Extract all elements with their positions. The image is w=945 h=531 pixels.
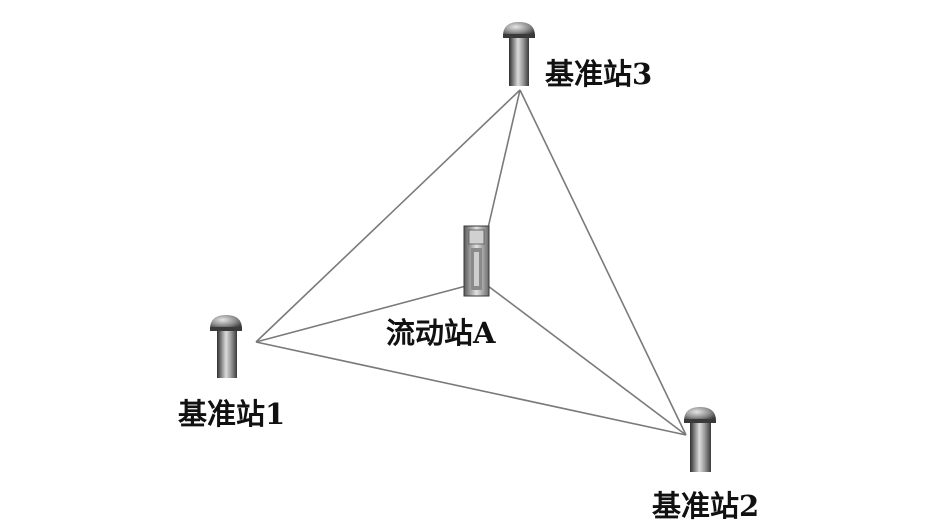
rover-station-a-label: 流动站A: [386, 316, 496, 350]
base-station-2: 基准站2: [652, 407, 759, 523]
gnss-antenna-icon: [503, 22, 535, 86]
base-station-3-label: 基准站3: [545, 57, 652, 91]
base-station-1-label: 基准站1: [178, 397, 285, 431]
rover-station-a: 流动站A: [386, 225, 496, 350]
base-station-2-label: 基准站2: [652, 489, 759, 523]
gnss-receiver-icon: [463, 225, 490, 297]
baselines: [255, 89, 687, 436]
gnss-antenna-icon: [684, 407, 716, 472]
gnss-antenna-icon: [210, 315, 242, 378]
baseline-1-2: [255, 341, 687, 436]
baseline-rover-3: [487, 89, 521, 229]
baseline-3-2: [519, 89, 687, 436]
base-station-1: 基准站1: [178, 315, 285, 431]
baseline-rover-2: [487, 285, 687, 436]
baseline-rover-1: [255, 285, 467, 343]
baseline-1-3: [255, 89, 521, 343]
base-station-3: 基准站3: [503, 22, 652, 91]
